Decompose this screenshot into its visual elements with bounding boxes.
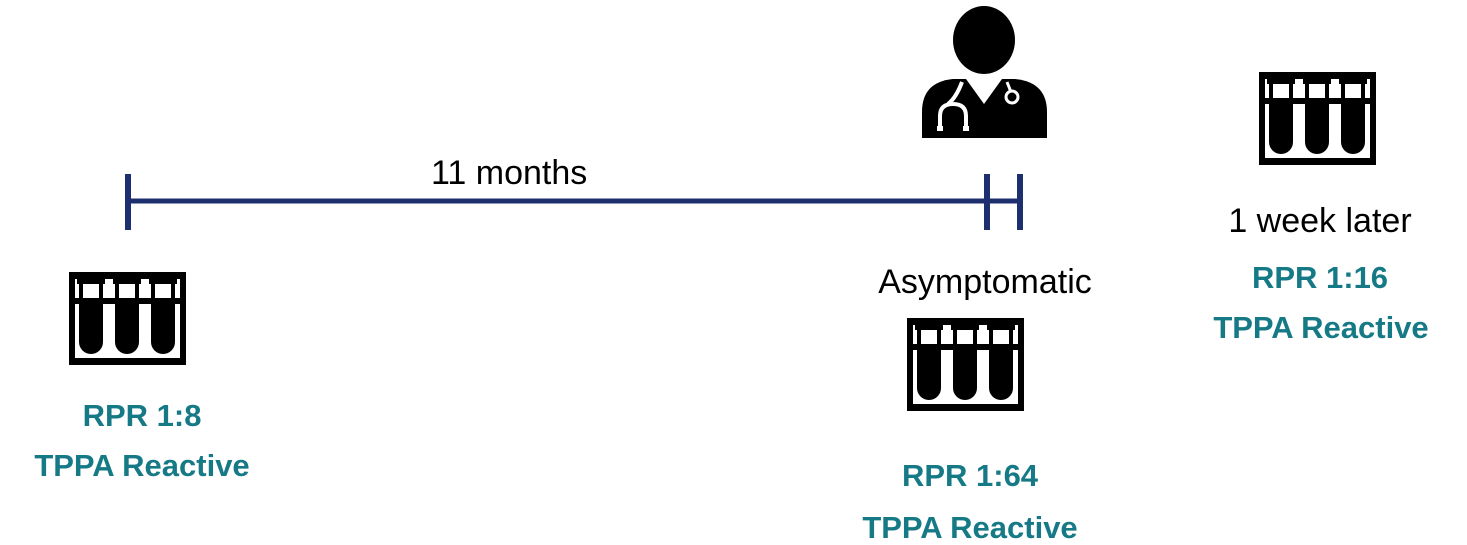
followup-tppa-result: TPPA Reactive	[1213, 310, 1429, 345]
test-tube-rack-icon	[1257, 70, 1378, 167]
interval-label: 11 months	[431, 154, 588, 192]
visit-rpr-result: RPR 1:64	[901, 458, 1039, 493]
followup-rpr-result: RPR 1:16	[1251, 260, 1389, 295]
test-tube-rack-icon	[905, 316, 1026, 413]
visit-tppa-result: TPPA Reactive	[862, 510, 1078, 545]
doctor-icon	[922, 6, 1047, 138]
test-tube-rack-icon	[67, 270, 188, 367]
baseline-rpr-result: RPR 1:8	[82, 398, 202, 433]
visit-status-label: Asymptomatic	[878, 263, 1092, 301]
followup-timing-label: 1 week later	[1228, 202, 1412, 240]
baseline-tppa-result: TPPA Reactive	[34, 448, 250, 483]
